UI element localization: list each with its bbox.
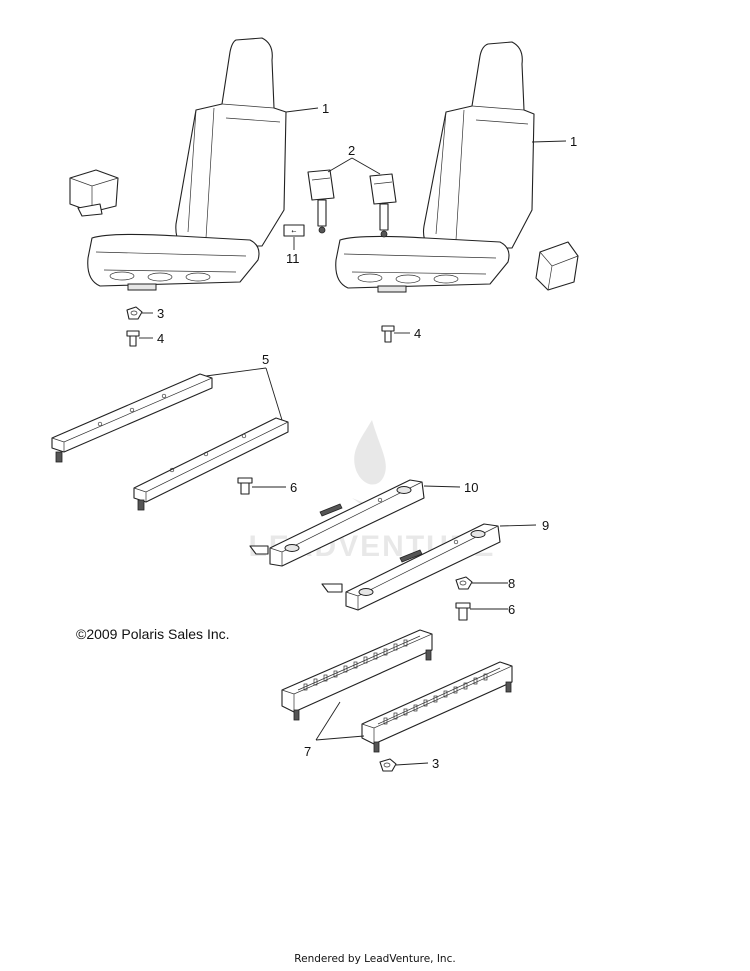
callout-10: 10 [464, 480, 478, 495]
rendered-by-footer: Rendered by LeadVenture, Inc. [294, 953, 456, 965]
bolt-6-lower [455, 602, 471, 621]
callout-4-right: 4 [414, 326, 421, 341]
callout-2: 2 [348, 143, 355, 158]
nut-8 [455, 576, 473, 590]
seat-slider-9 [321, 523, 501, 611]
svg-text:←: ← [291, 228, 296, 235]
callout-6-upper: 6 [290, 480, 297, 495]
callout-5: 5 [262, 352, 269, 367]
seat-rail-upper [51, 373, 213, 463]
callout-3-upper: 3 [157, 306, 164, 321]
seat-right [335, 41, 535, 293]
callout-labels: 1 1 2 3 4 4 5 6 6 7 3 8 9 10 11 [157, 101, 577, 771]
seat-left [87, 37, 287, 291]
callout-1-right: 1 [570, 134, 577, 149]
callout-11: 11 [286, 251, 300, 266]
copyright-notice: ©2009 Polaris Sales Inc. [76, 626, 230, 642]
bolt-right [381, 325, 395, 343]
callout-4-left: 4 [157, 331, 164, 346]
seat-belt-buckle-b [369, 173, 397, 238]
floor-bracket-lower [361, 661, 513, 753]
callout-8: 8 [508, 576, 515, 591]
tether-block-right [535, 241, 579, 291]
floor-bracket-upper [281, 629, 433, 721]
label-decal: ← [283, 224, 305, 237]
seat-belt-buckle-a [307, 169, 335, 234]
leader-lines [139, 107, 567, 766]
seat-slider-10 [249, 479, 425, 567]
bolt-left [126, 330, 140, 347]
flange-nut-left [126, 306, 143, 320]
callout-3-lower: 3 [432, 756, 439, 771]
flange-nut-lower [379, 758, 397, 772]
callout-9: 9 [542, 518, 549, 533]
callout-7: 7 [304, 744, 311, 759]
callout-6-lower: 6 [508, 602, 515, 617]
callout-1-left: 1 [322, 101, 329, 116]
tether-block-left [69, 169, 119, 217]
seat-rail-lower [133, 417, 289, 511]
bolt-6-upper [237, 477, 253, 495]
